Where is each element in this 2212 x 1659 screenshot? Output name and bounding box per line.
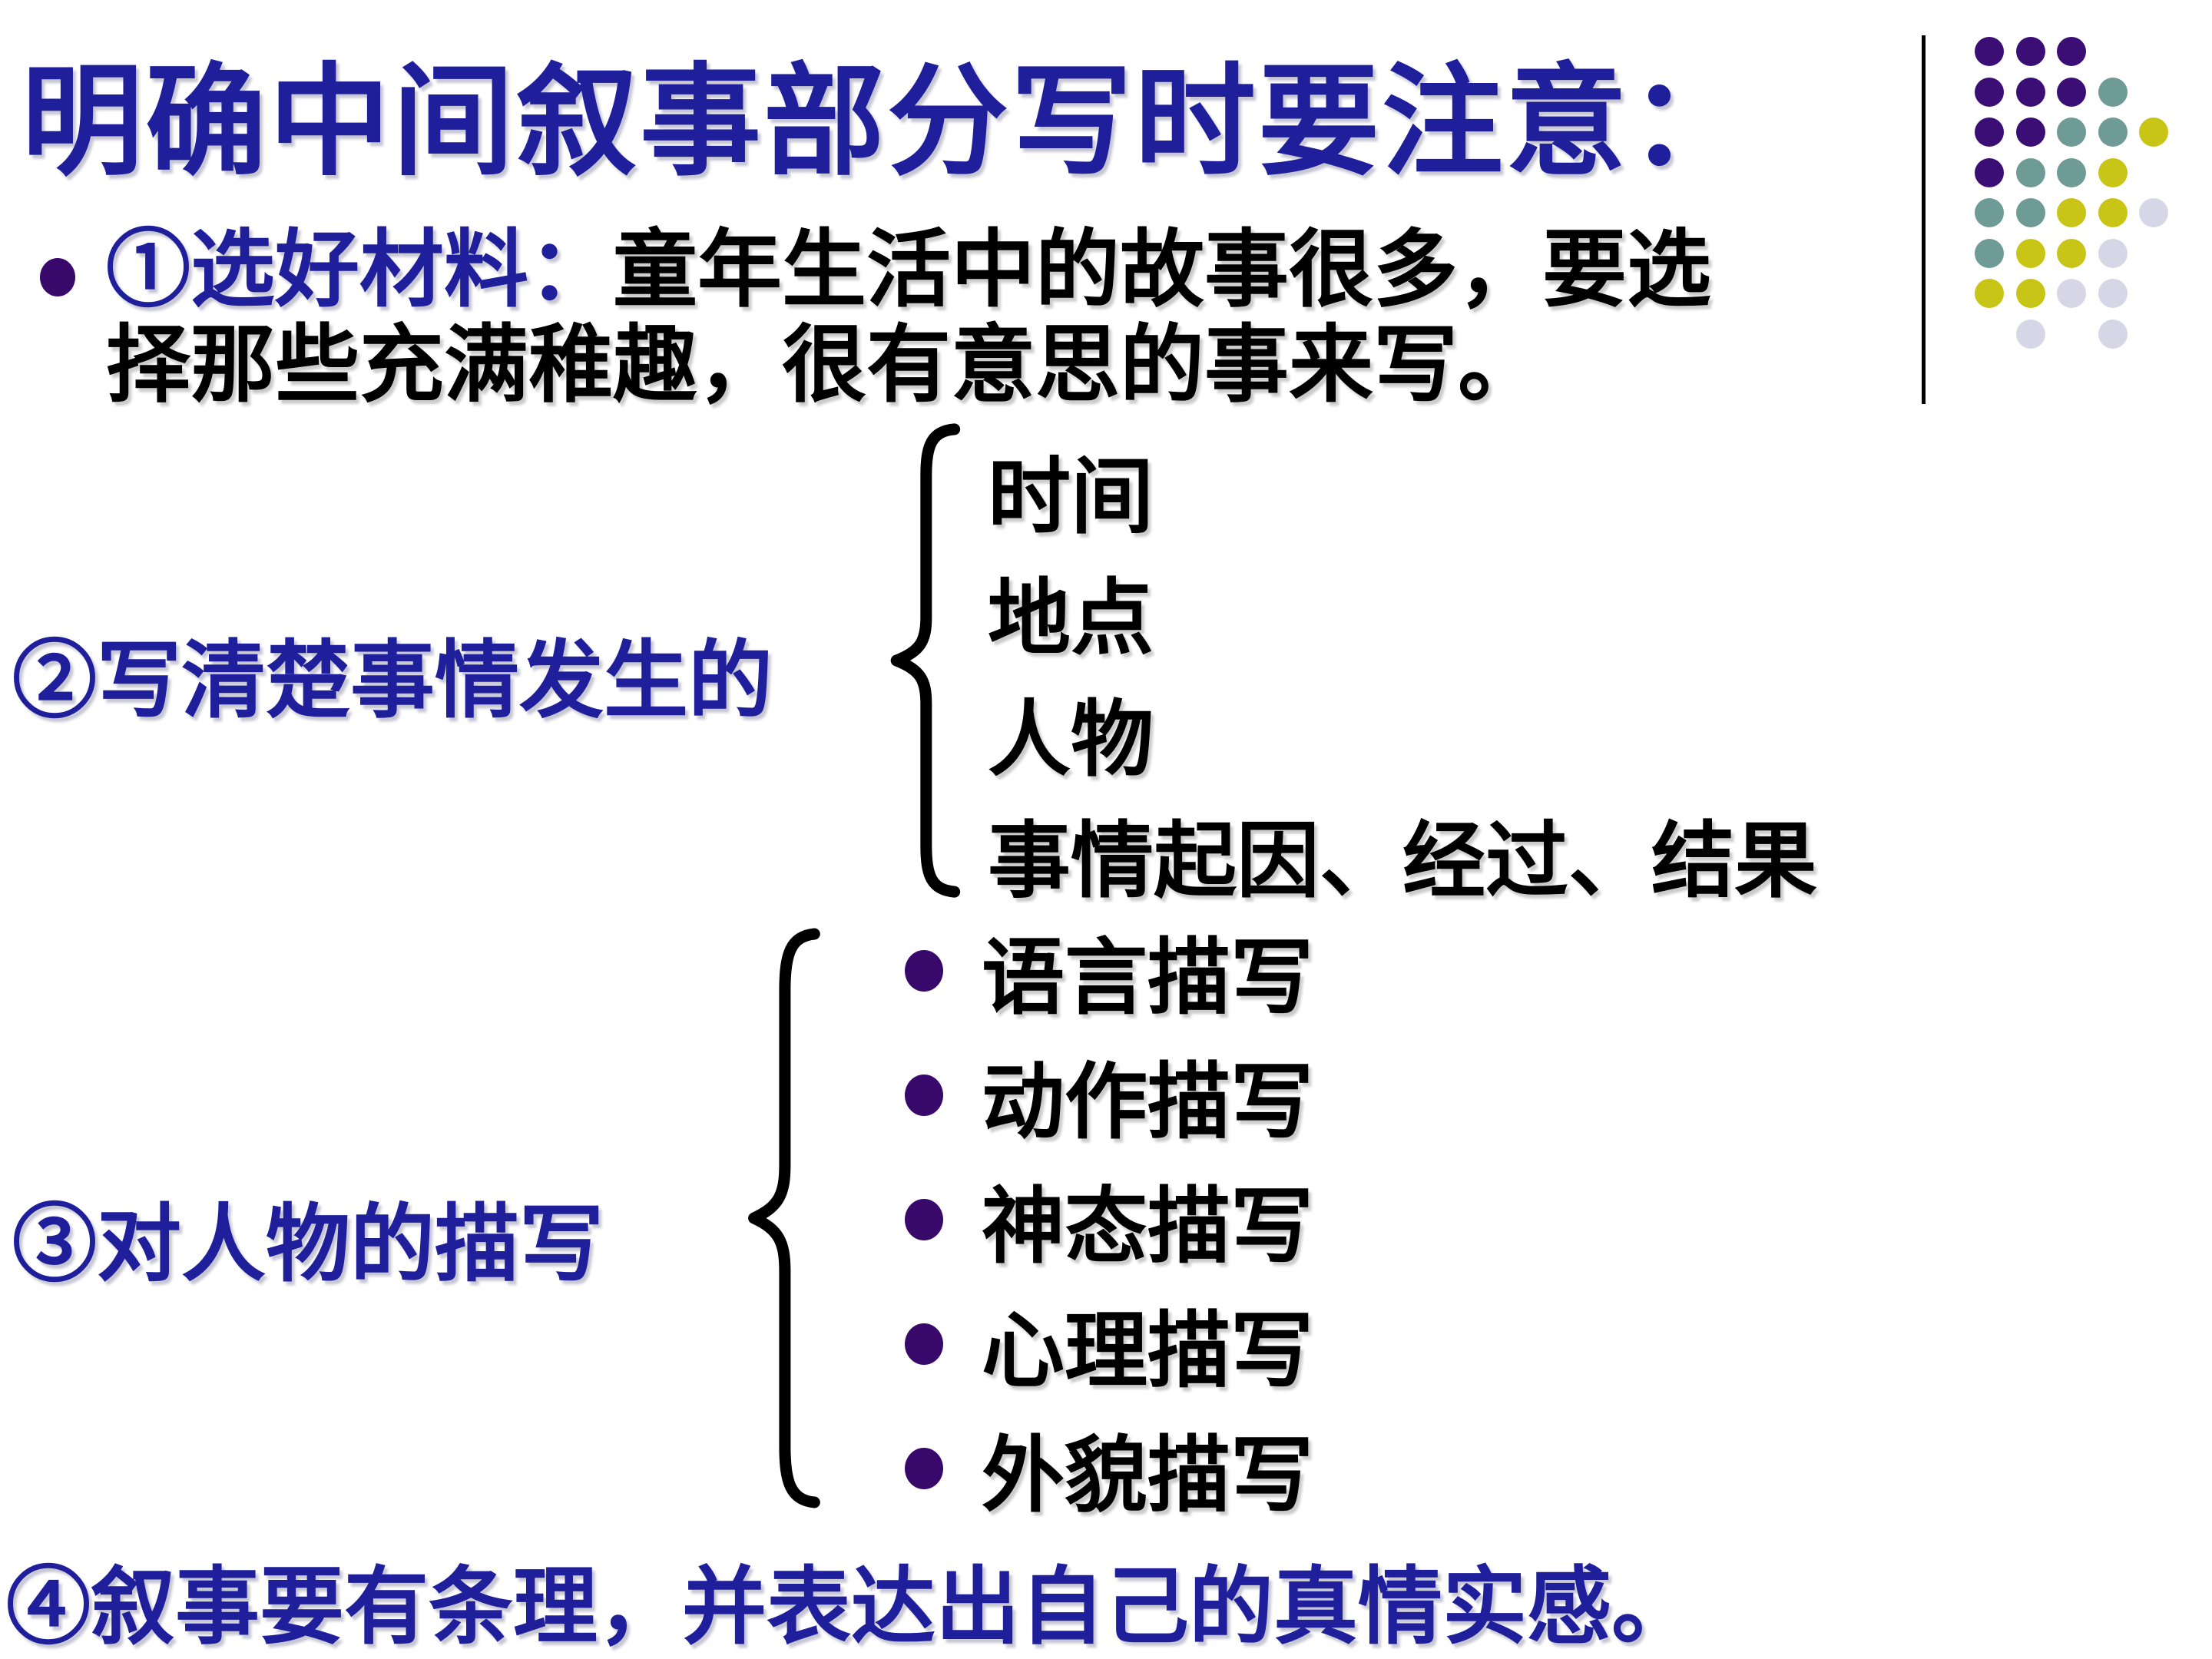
fact-item: 时间 — [988, 449, 1154, 545]
decoration-dot — [2015, 118, 2045, 147]
point4-text: ④叙事要有条理，并表达出自己的真情实感。 — [6, 1557, 1696, 1656]
decoration-dot — [2098, 118, 2128, 147]
bullet-icon — [40, 258, 75, 296]
desc-item-label: 外貌描写 — [982, 1427, 1314, 1524]
decoration-dot — [2098, 279, 2128, 308]
decoration-dot — [2015, 77, 2045, 107]
decoration-dot — [2057, 118, 2086, 147]
decoration-vertical-line — [1922, 35, 1926, 404]
decoration-dot — [1975, 238, 2004, 268]
decoration-dot — [2098, 319, 2128, 349]
list-item: 动作描写 — [905, 1049, 1313, 1151]
bullet-icon — [905, 1075, 943, 1116]
desc-item-label: 心理描写 — [982, 1303, 1314, 1399]
slide-title: 明确中间叙事部分写时要注意： — [22, 51, 1753, 193]
decoration-dot — [2098, 157, 2128, 187]
decoration-dot — [1975, 77, 2004, 107]
decoration-dot — [2098, 198, 2128, 227]
list-item: 神态描写 — [905, 1174, 1313, 1275]
fact-item: 人物 — [988, 691, 1154, 788]
decoration-dot — [1975, 118, 2004, 147]
point1-line2: 择那些充满稚趣，很有意思的事来写。 — [106, 315, 1542, 414]
decoration-dot — [2098, 77, 2128, 107]
decoration-dot — [2015, 319, 2045, 349]
point3-label: ③对人物的描写 — [12, 1194, 604, 1293]
list-item: 心理描写 — [905, 1298, 1313, 1399]
desc-item-label: 语言描写 — [982, 929, 1314, 1026]
fact-item: 事情起因、经过、结果 — [988, 813, 1818, 909]
left-brace-icon — [889, 426, 960, 896]
decoration-dot — [1975, 37, 2004, 66]
desc-item-label: 动作描写 — [982, 1054, 1314, 1151]
list-item: 语言描写 — [905, 925, 1313, 1026]
point2-label: ②写清楚事情发生的 — [12, 631, 773, 730]
decoration-dot — [2015, 157, 2045, 187]
desc-item-label: 神态描写 — [982, 1178, 1314, 1275]
decoration-dot — [2015, 37, 2045, 66]
decoration-dot — [2057, 198, 2086, 227]
bullet-icon — [905, 1323, 943, 1365]
decoration-dot — [2057, 77, 2086, 107]
decoration-dot — [1975, 279, 2004, 308]
fact-item: 地点 — [988, 570, 1154, 667]
bullet-icon — [905, 1448, 943, 1489]
bullet-icon — [905, 950, 943, 992]
dots-grid — [1975, 37, 2174, 367]
decoration-dot — [2057, 238, 2086, 268]
point1-label: ①选好材料： — [106, 220, 613, 319]
decoration-dot — [2139, 118, 2168, 147]
list-item: 外貌描写 — [905, 1422, 1313, 1524]
decoration-dot — [2057, 157, 2086, 187]
decoration-dot — [2139, 198, 2168, 227]
decoration-dot — [2098, 238, 2128, 268]
bullet-icon — [905, 1199, 943, 1240]
decoration-dot — [2015, 198, 2045, 227]
decoration-dot — [2015, 238, 2045, 268]
decoration-dot — [2015, 279, 2045, 308]
decoration-dot — [2057, 37, 2086, 66]
point1-line1: ①选好材料：童年生活中的故事很多，要选 — [106, 223, 1711, 316]
decoration-dot — [1975, 157, 2004, 187]
decoration-dot — [1975, 198, 2004, 227]
decoration-dot — [2057, 279, 2086, 308]
left-brace-icon — [747, 929, 820, 1507]
point1-text1: 童年生活中的故事很多，要选 — [613, 220, 1711, 319]
